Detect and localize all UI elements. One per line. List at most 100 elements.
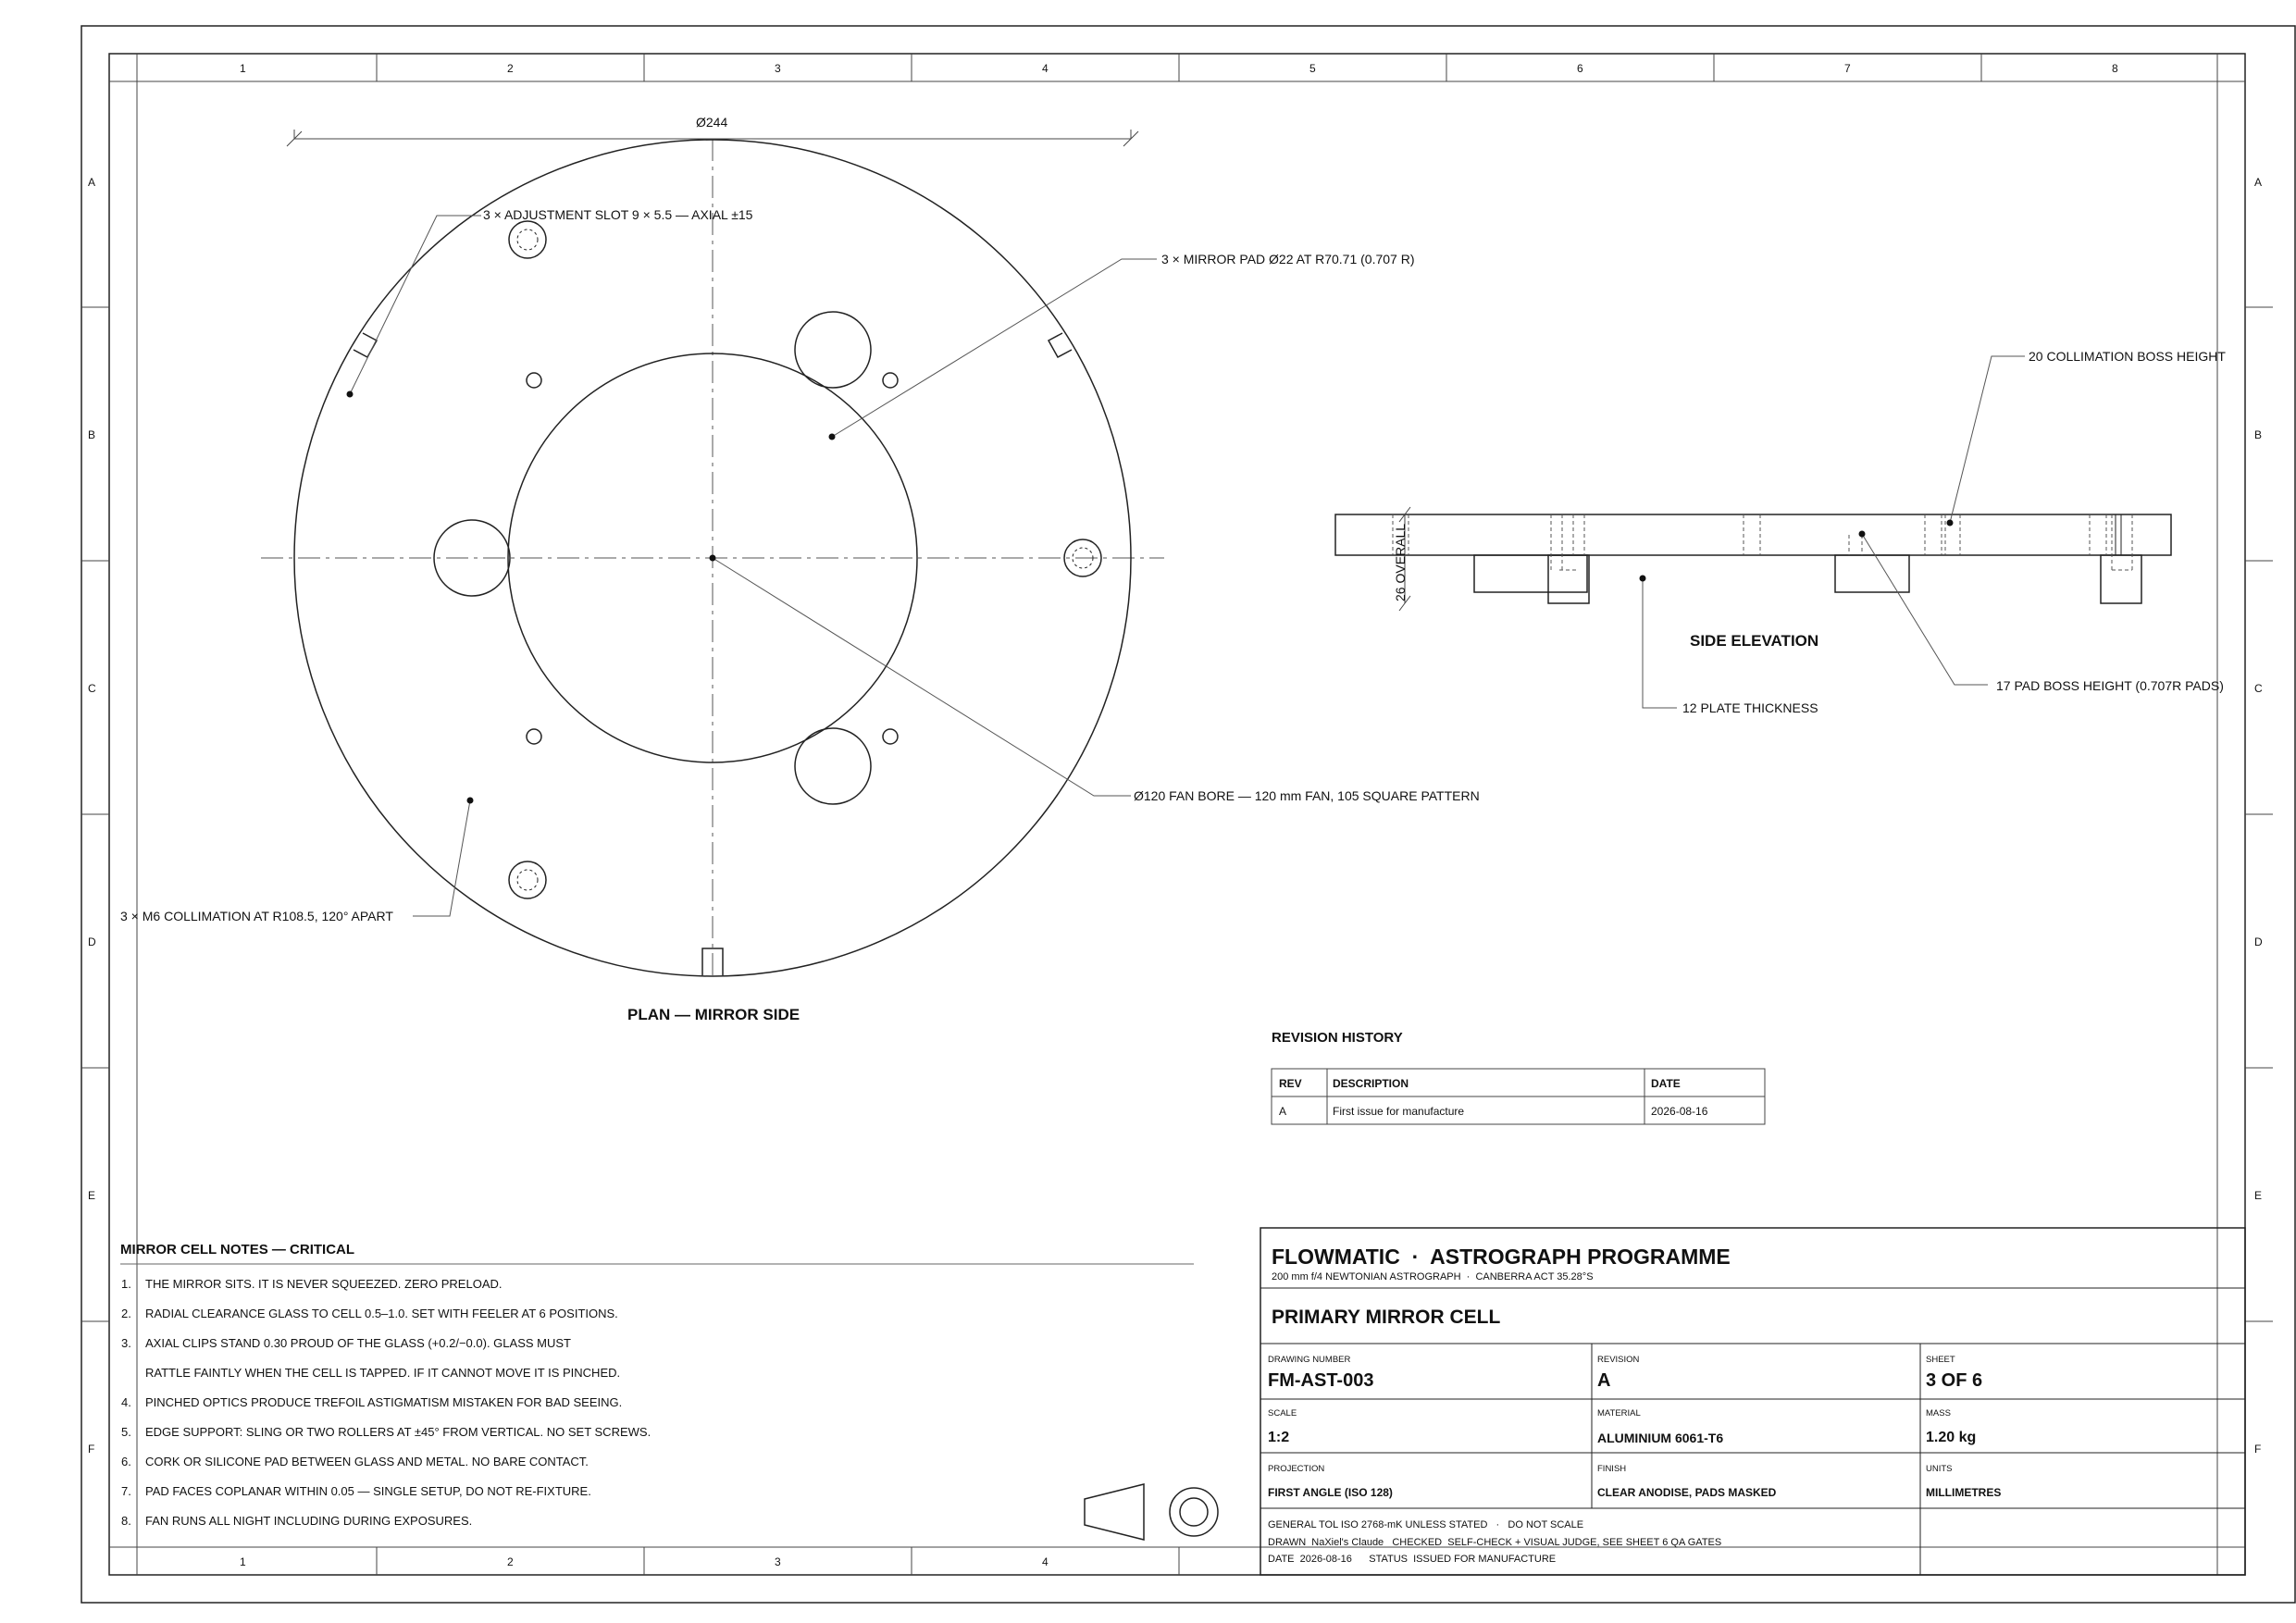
revision-header-date: DATE bbox=[1651, 1077, 1681, 1090]
elev-collimation-boss bbox=[2100, 554, 2142, 604]
projection-symbol bbox=[1084, 1483, 1219, 1541]
plan-callout-slot: 3 × ADJUSTMENT SLOT 9 × 5.5 — AXIAL ±15 bbox=[483, 207, 753, 222]
elev-callout-boss: 20 COLLIMATION BOSS HEIGHT bbox=[2029, 349, 2226, 364]
note-number: 6. bbox=[121, 1455, 131, 1468]
projection-value: FIRST ANGLE (ISO 128) bbox=[1268, 1486, 1393, 1499]
units-label: UNITS bbox=[1926, 1464, 1953, 1474]
note-text: EDGE SUPPORT: SLING OR TWO ROLLERS AT ±4… bbox=[145, 1425, 652, 1439]
note-text: PAD FACES COPLANAR WITHIN 0.05 — SINGLE … bbox=[145, 1484, 591, 1498]
side-elevation bbox=[1334, 506, 2172, 612]
title-block-company: FLOWMATIC · ASTROGRAPH PROGRAMME bbox=[1272, 1245, 1731, 1269]
grid-row-label: C bbox=[88, 682, 96, 695]
plan-small-hole bbox=[882, 728, 899, 745]
plan-leader-dots bbox=[346, 390, 836, 804]
elev-leader-dots bbox=[1639, 519, 1954, 582]
material-value: ALUMINIUM 6061-T6 bbox=[1597, 1431, 1724, 1445]
leader-boss bbox=[1949, 355, 2025, 524]
elev-overall-dim: 26 OVERALL bbox=[1393, 523, 1408, 601]
grid-row-label: B bbox=[88, 428, 96, 441]
revision-cell-description: First issue for manufacture bbox=[1333, 1105, 1465, 1118]
leader-pad-boss bbox=[1861, 533, 1988, 686]
grid-row-label: A bbox=[2254, 176, 2263, 189]
title-block-part-name: PRIMARY MIRROR CELL bbox=[1272, 1307, 1501, 1328]
revision-table-lines bbox=[1271, 1068, 1766, 1125]
grid-col-label: 2 bbox=[507, 1555, 514, 1568]
grid-ticks bbox=[81, 54, 2273, 1575]
revision-cell-rev: A bbox=[1279, 1105, 1287, 1118]
leader-pad bbox=[831, 258, 1157, 438]
title-block-footer-date: DATE 2026-08-16 STATUS ISSUED FOR MANUFA… bbox=[1268, 1554, 1557, 1565]
title-block-footer-tolerance: GENERAL TOL ISO 2768-mK UNLESS STATED · … bbox=[1268, 1519, 1584, 1530]
note-number: 2. bbox=[121, 1307, 131, 1320]
grid-col-label: 7 bbox=[1844, 62, 1851, 75]
material-label: MATERIAL bbox=[1597, 1408, 1641, 1419]
plan-collimation-hole bbox=[508, 220, 547, 259]
grid-col-label: 1 bbox=[240, 62, 246, 75]
note-text: RATTLE FAINTLY WHEN THE CELL IS TAPPED. … bbox=[145, 1366, 621, 1380]
note-number: 3. bbox=[121, 1336, 131, 1350]
plan-small-hole bbox=[882, 372, 899, 389]
plan-mirror-pad bbox=[794, 311, 872, 389]
plan-collimation-hole bbox=[516, 869, 539, 891]
plan-leaders bbox=[349, 215, 1157, 917]
grid-col-label: 5 bbox=[1309, 62, 1316, 75]
plan-mirror-pad bbox=[433, 519, 511, 597]
grid-row-label: B bbox=[2254, 428, 2263, 441]
note-text: AXIAL CLIPS STAND 0.30 PROUD OF THE GLAS… bbox=[145, 1336, 571, 1350]
finish-value: CLEAR ANODISE, PADS MASKED bbox=[1597, 1486, 1777, 1499]
sheet-value: 3 OF 6 bbox=[1926, 1370, 1983, 1391]
grid-row-label: F bbox=[2254, 1443, 2262, 1456]
note-text: PINCHED OPTICS PRODUCE TREFOIL ASTIGMATI… bbox=[145, 1395, 623, 1409]
mass-label: MASS bbox=[1926, 1408, 1951, 1419]
title-block-footer-drawn: DRAWN NaXiel's Claude CHECKED SELF-CHECK… bbox=[1268, 1537, 1722, 1548]
grid-row-label: D bbox=[2254, 935, 2263, 948]
grid-col-label: 6 bbox=[1577, 62, 1583, 75]
grid-col-label: 3 bbox=[775, 1555, 781, 1568]
grid-col-label: 4 bbox=[1042, 62, 1049, 75]
plan-small-hole bbox=[526, 372, 542, 389]
projection-label: PROJECTION bbox=[1268, 1464, 1325, 1474]
elev-leaders bbox=[1642, 355, 2025, 709]
revision-value: A bbox=[1597, 1370, 1611, 1391]
grid-col-label: 4 bbox=[1042, 1555, 1049, 1568]
note-number: 8. bbox=[121, 1514, 131, 1528]
elev-view-title: SIDE ELEVATION bbox=[1690, 632, 1819, 650]
grid-col-label: 3 bbox=[775, 62, 781, 75]
elev-pad-boss bbox=[1834, 554, 1910, 593]
grid-col-label: 8 bbox=[2112, 62, 2118, 75]
elev-plate bbox=[1334, 514, 2172, 556]
grid-col-label: 1 bbox=[240, 1555, 246, 1568]
note-number: 7. bbox=[121, 1484, 131, 1498]
plan-collimation-hole bbox=[516, 229, 539, 251]
elev-callout-plate: 12 PLATE THICKNESS bbox=[1682, 700, 1818, 715]
scale-value: 1:2 bbox=[1268, 1430, 1290, 1445]
drawing-number-label: DRAWING NUMBER bbox=[1268, 1355, 1351, 1365]
scale-label: SCALE bbox=[1268, 1408, 1297, 1419]
leader-slot bbox=[349, 215, 481, 395]
revision-header-rev: REV bbox=[1279, 1077, 1302, 1090]
plan-slot bbox=[1047, 332, 1073, 359]
note-number: 4. bbox=[121, 1395, 131, 1409]
revision-cell-date: 2026-08-16 bbox=[1651, 1105, 1708, 1118]
notes-title: MIRROR CELL NOTES — CRITICAL bbox=[120, 1242, 355, 1258]
revision-header-description: DESCRIPTION bbox=[1333, 1077, 1409, 1090]
title-block-subtitle: 200 mm f/4 NEWTONIAN ASTROGRAPH · CANBER… bbox=[1272, 1271, 1594, 1282]
plan-callout-bore: Ø120 FAN BORE — 120 mm FAN, 105 SQUARE P… bbox=[1134, 788, 1480, 803]
plan-callout-collimation: 3 × M6 COLLIMATION AT R108.5, 120° APART bbox=[120, 909, 393, 923]
leader-bore bbox=[712, 557, 1131, 797]
grid-col-label: 2 bbox=[507, 62, 514, 75]
plan-view bbox=[261, 130, 1164, 981]
elev-collimation-boss bbox=[1547, 554, 1590, 604]
revision-label: REVISION bbox=[1597, 1355, 1640, 1365]
grid-row-label: E bbox=[2254, 1189, 2263, 1202]
note-text: CORK OR SILICONE PAD BETWEEN GLASS AND M… bbox=[145, 1455, 589, 1468]
plan-overall-dim: Ø244 bbox=[696, 115, 728, 130]
grid-row-label: F bbox=[88, 1443, 95, 1456]
note-text: THE MIRROR SITS. IT IS NEVER SQUEEZED. Z… bbox=[145, 1277, 503, 1291]
elev-callout-pad-boss: 17 PAD BOSS HEIGHT (0.707R PADS) bbox=[1996, 678, 2224, 693]
note-text: FAN RUNS ALL NIGHT INCLUDING DURING EXPO… bbox=[145, 1514, 473, 1528]
plan-callout-pad: 3 × MIRROR PAD Ø22 AT R70.71 (0.707 R) bbox=[1161, 252, 1415, 266]
plan-collimation-hole bbox=[1072, 547, 1094, 569]
